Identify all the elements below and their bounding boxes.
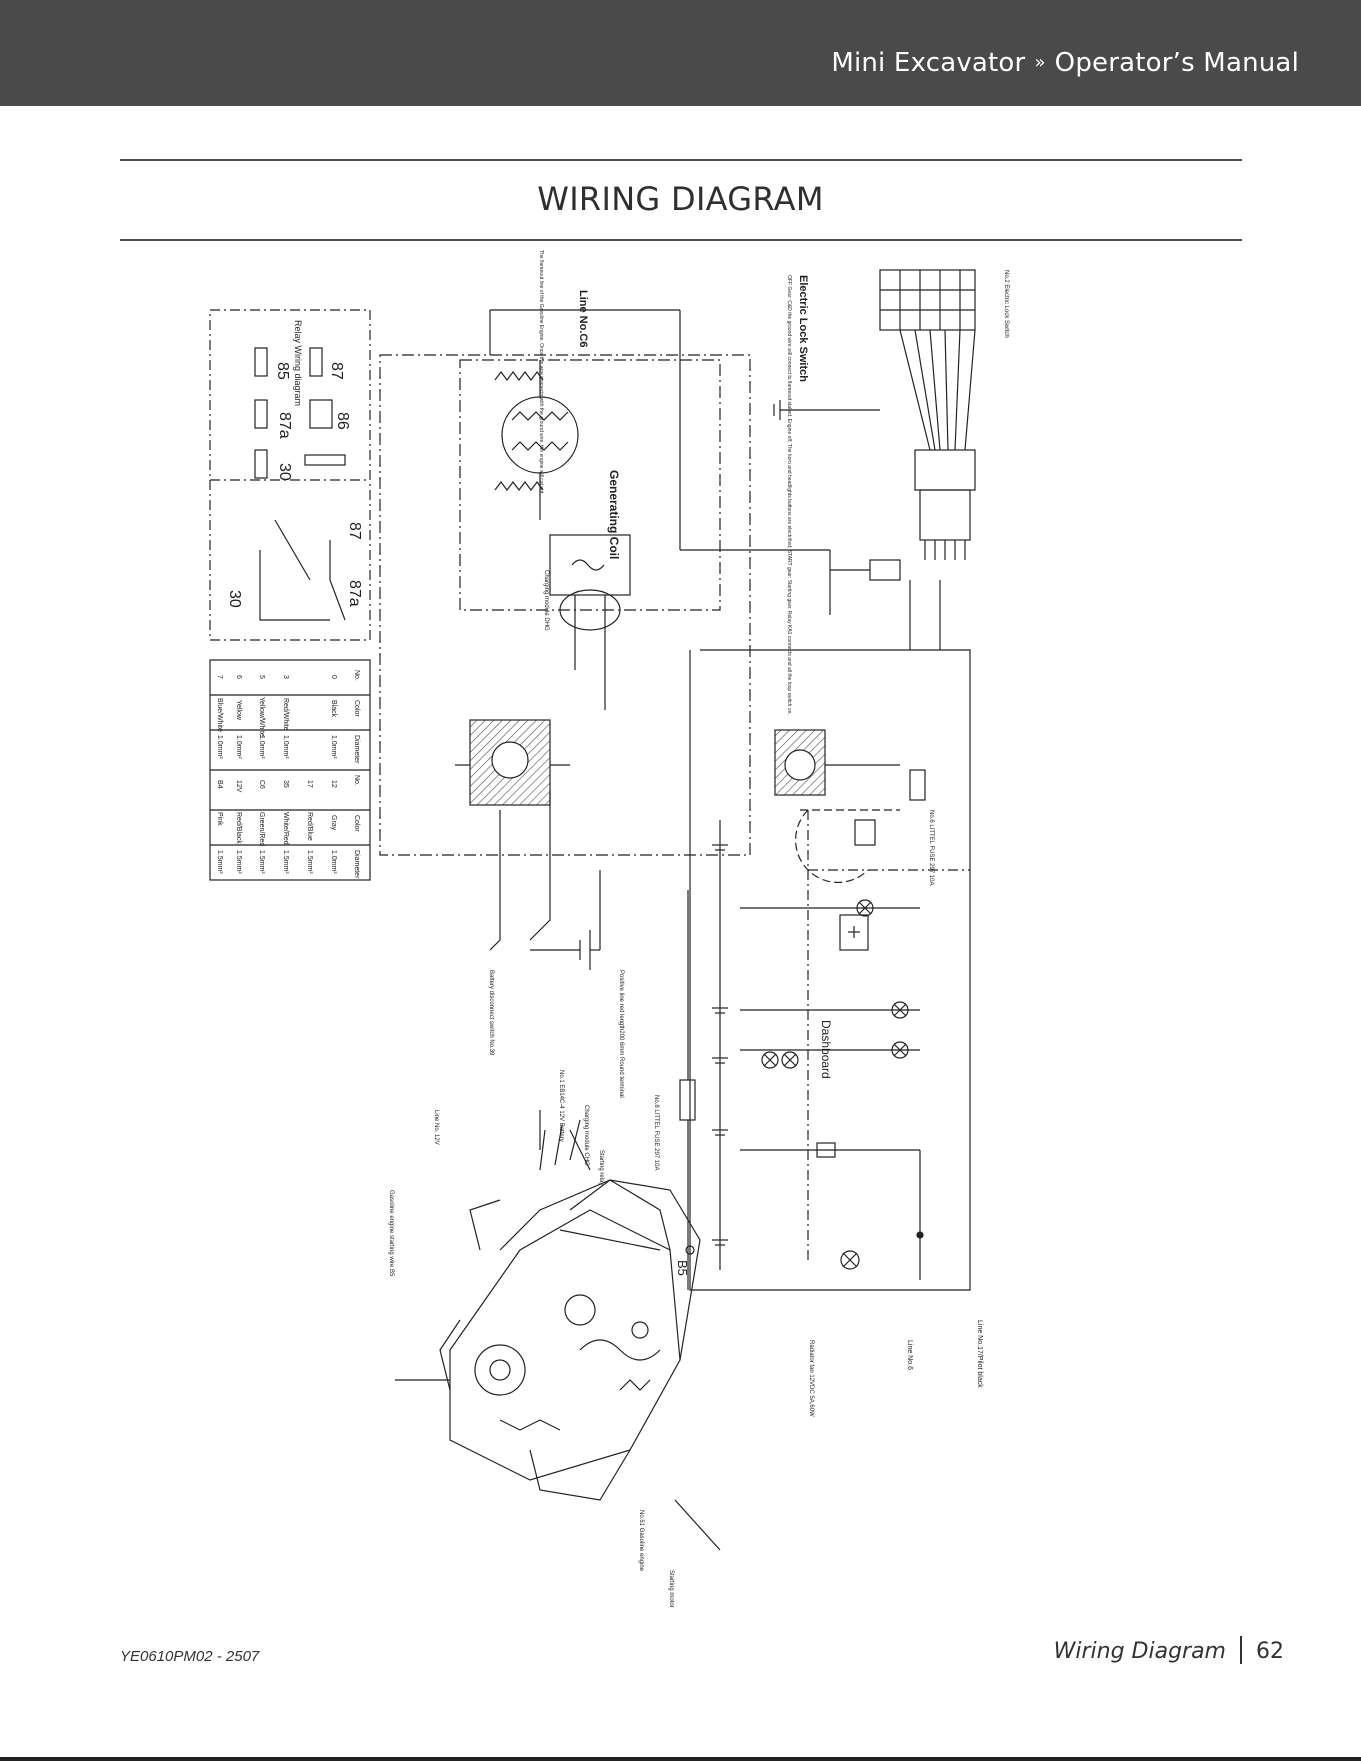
relay-box (209, 309, 371, 641)
page-footer: Wiring Diagram 62 (1053, 1636, 1284, 1666)
fuse-1-label: No.8 LITTEL FUSE 297 10A (653, 1095, 659, 1170)
engine-starting-wire-label: Gasoline engine starting wire B5 (388, 1190, 394, 1277)
battery-disconnect-label: Battery disconnect switch No.39 (488, 970, 494, 1056)
wire-table-r3-c1: Yellow/White (258, 697, 265, 737)
wire-table-header-color-1: Color (353, 700, 360, 717)
relay-symbol-87a: 87a (346, 580, 363, 607)
wire-table-r2-c2: 1.0mm² (282, 735, 289, 759)
wire-table-header-no-1: No. (353, 670, 360, 681)
wiring-diagram: Relay Wiring diagram 85 87 87a 86 30 87 … (200, 250, 1100, 1620)
battery-label: No.1 EB14C-4 12V Battery (558, 1070, 564, 1142)
charging-module-chg-label: Charging module CHG (583, 1105, 589, 1166)
wire-table-r3-c2: 1.0mm² (258, 735, 265, 759)
line-12v-label: Line No. 12V (433, 1110, 439, 1145)
wire-table-r0-c4: Gray (330, 815, 337, 831)
wire-table-r5-c4: Pink (216, 812, 223, 826)
wire-table-r4-c2: 1.0mm² (235, 735, 242, 759)
wire-table-r5-c0: 7 (216, 675, 223, 679)
wire-table-r2-c5: 1.5mm² (282, 850, 289, 874)
footer-divider (1240, 1636, 1242, 1664)
title-rule-top (120, 159, 1242, 161)
wire-table-r0-c1: Black (330, 700, 337, 718)
wire-table-r3-c0: 5 (258, 675, 265, 679)
wire-table-r0-c2: 1.0mm² (330, 735, 337, 759)
wire-table-r1-c5: 1.5mm² (306, 850, 313, 874)
wire-table-header-no-2: No. (353, 775, 360, 786)
relay-pin-30: 30 (276, 463, 293, 481)
wire-table-header-color-2: Color (353, 815, 360, 832)
wire-table-r5-c5: 1.5mm² (216, 850, 223, 874)
wire-table-r4-c1: Yellow (235, 700, 242, 721)
wire-table-r3-c5: 1.5mm² (258, 850, 265, 874)
header-title: Mini Excavator » Operator’s Manual (831, 48, 1299, 78)
electric-lock-note: OFF Gear: C&D the ground wire will conne… (786, 275, 792, 715)
electric-lock-title: Electric Lock Switch (797, 275, 809, 382)
wire-table-r1-c4: Red/Blue (306, 812, 313, 841)
wire-table-r4-c4: Red/Black (235, 812, 242, 844)
line-c6-title: Line No.C6 (577, 290, 589, 347)
positive-line-note: Positive line red length200 6mm Round te… (618, 970, 624, 1098)
bottom-edge-line (0, 1757, 1361, 1761)
generating-coil-label: Generating Coil (607, 470, 621, 559)
starting-relay-label: Starting relay (598, 1150, 604, 1185)
wire-table-r2-c1: Red/White (282, 698, 289, 731)
wire-table-r5-c1: Blue/White (216, 698, 223, 732)
header-bar: Mini Excavator » Operator’s Manual (0, 0, 1361, 106)
wire-table: No. Color Diameter No. Color Diameter 0 … (216, 670, 360, 879)
line-6-label: Line No.6 (906, 1340, 913, 1370)
wire-table-r5-c2: 1.0mm² (216, 735, 223, 759)
wire-table-r4-c0: 6 (235, 675, 242, 679)
relay-pin-86: 86 (334, 412, 351, 430)
line-17-pilot-label: Line No.17/Pilot black (976, 1320, 983, 1388)
wire-table-header-diameter-2: Diameter (353, 850, 360, 879)
charging-module-box (549, 534, 631, 596)
header-product: Mini Excavator (831, 48, 1026, 78)
line-c6-note: The flameout line of the Gasoline Engine… (538, 250, 544, 495)
wire-table-r2-c4: White/Red (282, 812, 289, 845)
relay-symbol-30: 30 (226, 590, 243, 608)
wire-table-r0-c3: 12 (330, 780, 337, 788)
header-manual: Operator’s Manual (1054, 48, 1299, 78)
page-title: WIRING DIAGRAM (537, 180, 824, 218)
charging-module-dhg-label: Charging module DHG (543, 570, 549, 631)
engine-illustration (439, 1119, 701, 1501)
radiator-fan-label: Radiator fan 12VDC 5A,60W (808, 1340, 814, 1417)
title-rule-bottom (120, 239, 1242, 241)
starting-motor-label: Starting motor (668, 1570, 674, 1608)
engine-label: No.51 Gasoline engine (638, 1510, 644, 1572)
wire-table-header-diameter-1: Diameter (353, 735, 360, 764)
relay-pin-87a: 87a (276, 412, 293, 439)
page-number: 62 (1256, 1639, 1284, 1664)
wire-table-r4-c5: 1.5mm² (235, 850, 242, 874)
b5-label: B5 (675, 1260, 690, 1276)
relay-symbol-87: 87 (346, 522, 363, 540)
wire-table-r0-c0: 0 (330, 675, 337, 679)
wire-table-r3-c4: Green/Red (258, 812, 265, 846)
relay-pin-87: 87 (328, 362, 345, 380)
relay-box-title: Relay Wiring diagram (293, 320, 303, 406)
document-code: YE0610PM02 - 2507 (120, 1648, 260, 1665)
wire-table-r2-c3: 35 (282, 780, 289, 788)
no2-title: No.2 Electric Lock Switch (1003, 270, 1009, 338)
wire-table-r1-c3: 17 (306, 780, 313, 788)
wire-table-r0-c5: 1.0mm² (330, 850, 337, 874)
wire-table-r3-c3: C6 (258, 780, 265, 789)
wiring-diagram-svg: Relay Wiring diagram 85 87 87a 86 30 87 … (209, 250, 1009, 1608)
relay-pin-85: 85 (274, 362, 291, 380)
footer-section: Wiring Diagram (1053, 1639, 1226, 1664)
wire-table-r5-c3: B4 (216, 780, 223, 789)
fuse-2-label: No.6 LITTEL FUSE 297 10A (928, 810, 934, 885)
wire-table-r4-c3: 12V (235, 780, 242, 793)
dashboard-label: Dashboard (819, 1020, 833, 1079)
wire-table-r2-c0: 3 (282, 675, 289, 679)
header-separator: » (1034, 52, 1046, 73)
